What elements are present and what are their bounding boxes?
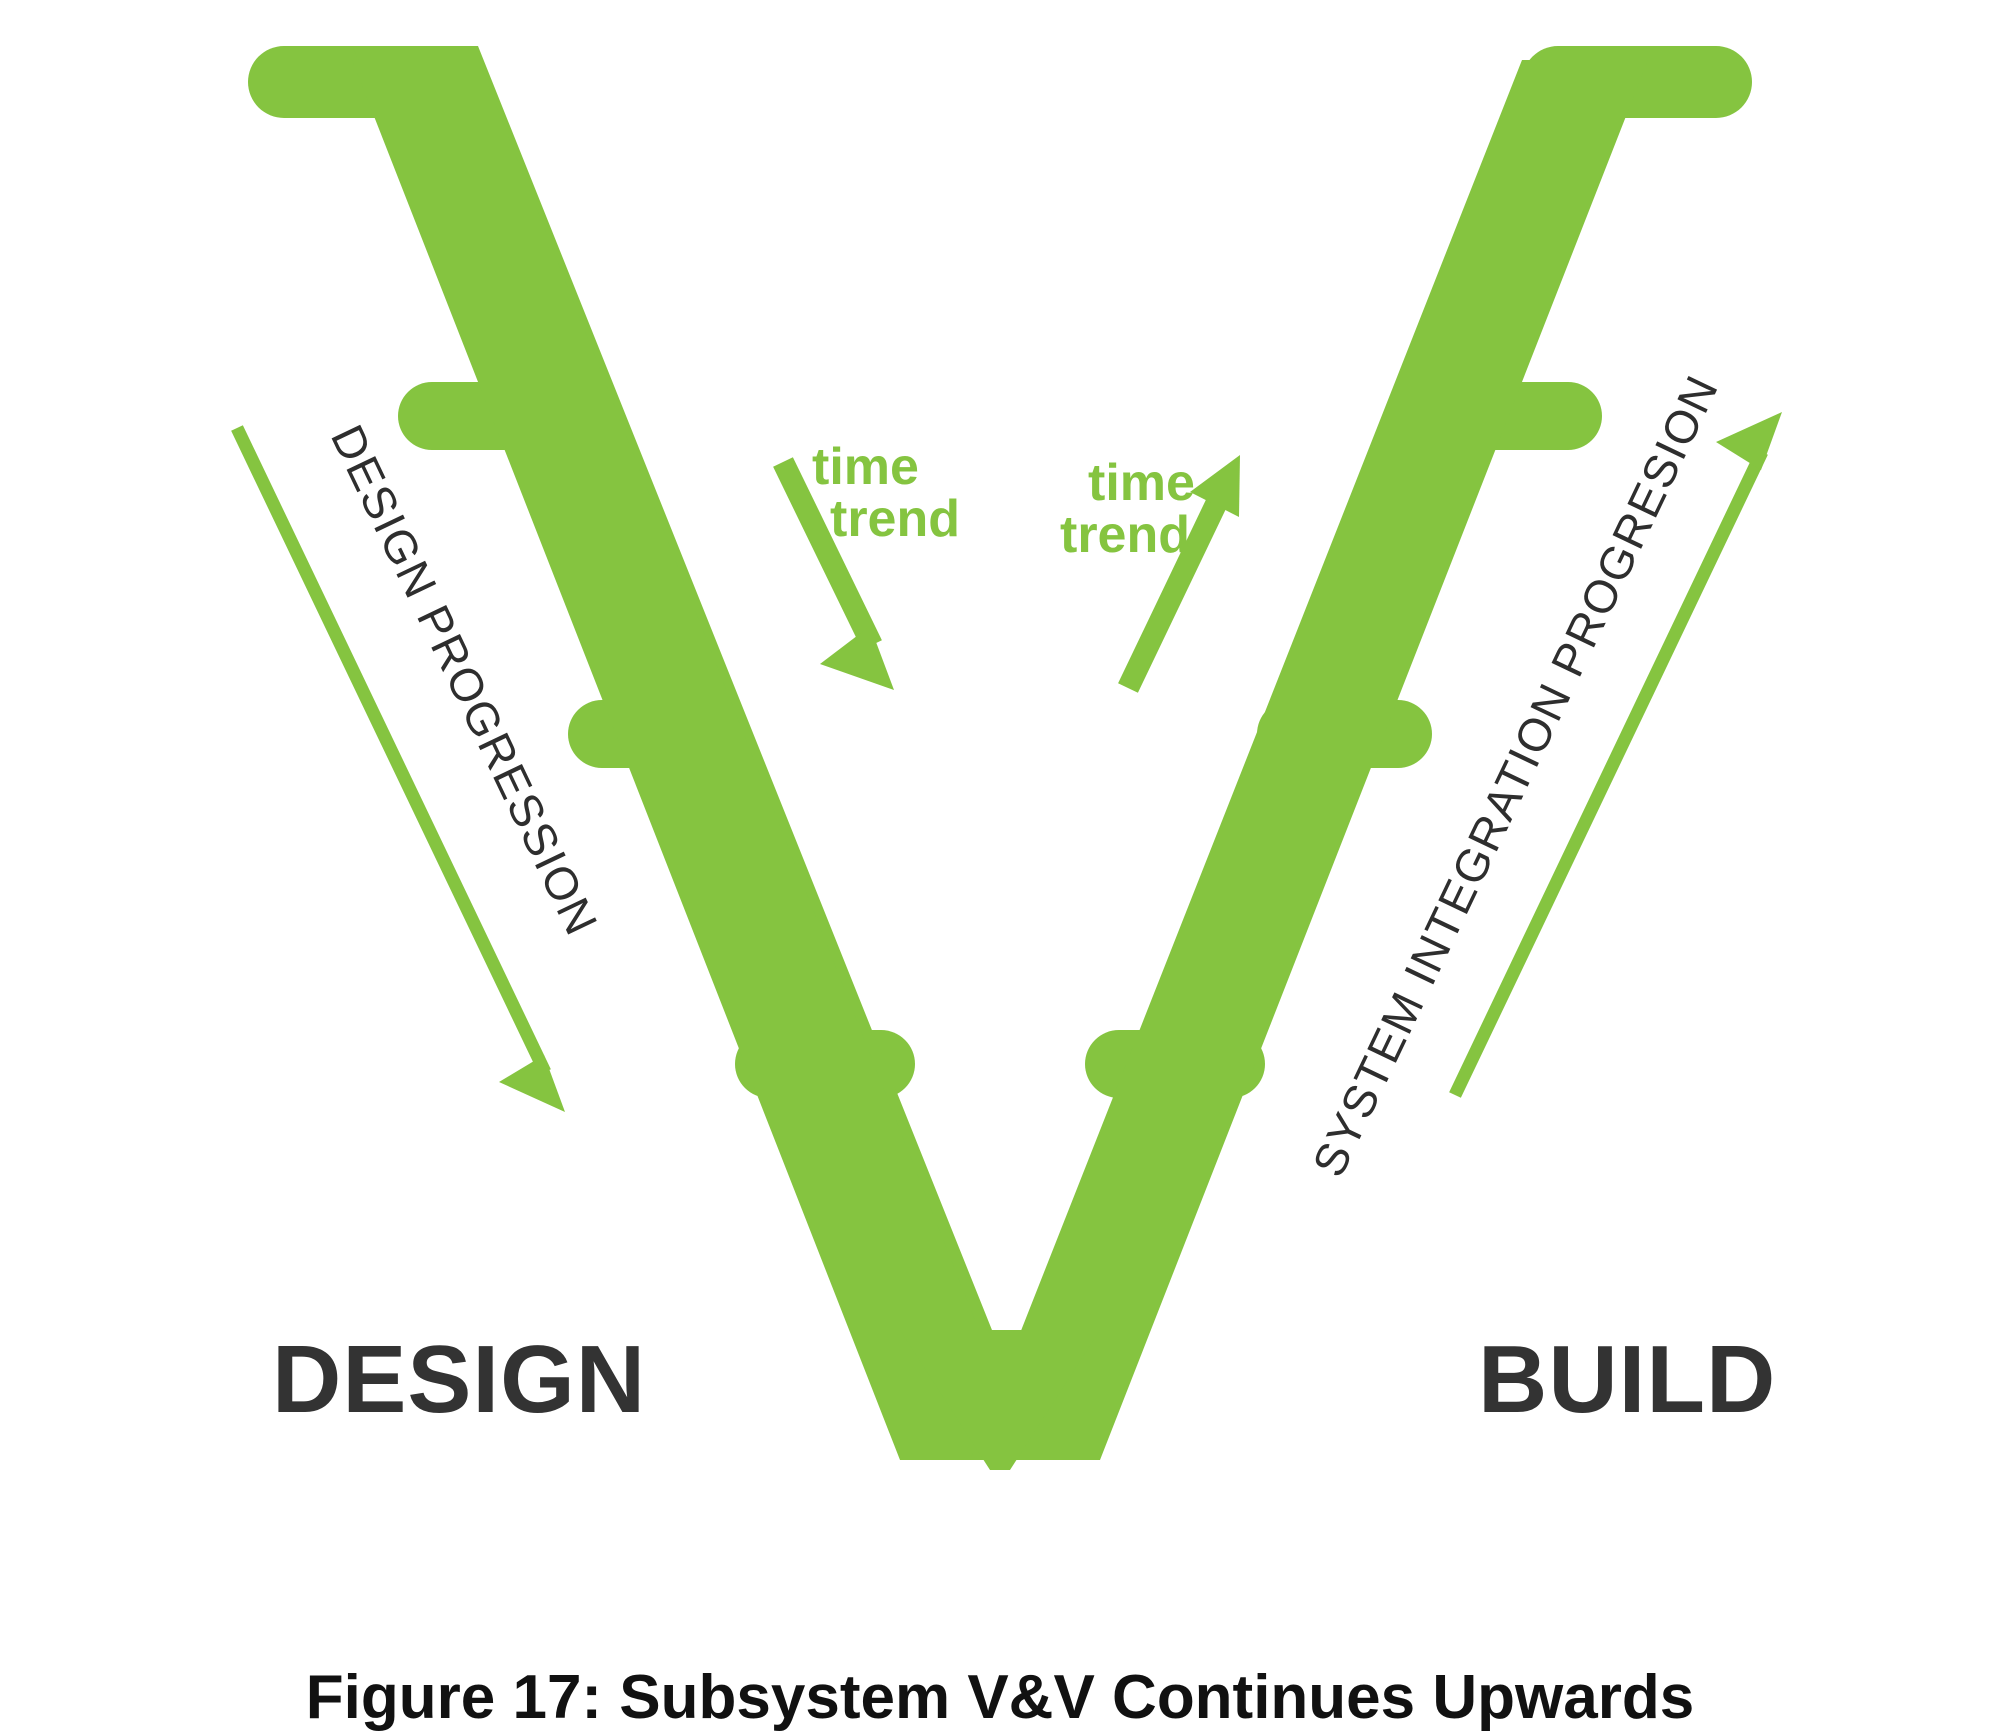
time-trend-left-arrow-line — [773, 457, 882, 650]
design-progression-arrow-group — [231, 425, 565, 1112]
time-trend-right-line1: time — [1088, 454, 1195, 512]
integration-progression-arrowhead — [1716, 412, 1782, 470]
build-arm-group — [970, 46, 1752, 1460]
design-phase-label: DESIGN — [272, 1326, 646, 1433]
time-trend-right-arrow-line — [1118, 495, 1228, 693]
time-trend-left-arrow-group — [773, 457, 894, 690]
v-vertex — [900, 1330, 1100, 1470]
time-trend-right-arrow-group — [1118, 455, 1240, 693]
time-trend-right-line2: trend — [1060, 506, 1190, 564]
integration-progression-arrow-line — [1449, 449, 1768, 1098]
build-diagonal-stroke-body — [970, 60, 1648, 1460]
design-arm-group — [248, 46, 1042, 1460]
design-diagonal-stroke-body — [352, 60, 1030, 1460]
figure-caption: Figure 17: Subsystem V&V Continues Upwar… — [306, 1663, 1694, 1732]
time-trend-left-arrowhead — [820, 626, 894, 690]
time-trend-left-line2: trend — [830, 490, 960, 548]
design-progression-arrowhead — [499, 1055, 565, 1112]
time-trend-left-line1: time — [812, 438, 919, 496]
integration-progression-arrow-group — [1449, 412, 1782, 1098]
build-phase-label: BUILD — [1478, 1326, 1776, 1433]
time-trend-right-arrowhead — [1190, 455, 1240, 517]
design-progression-arrow-line — [231, 425, 551, 1075]
